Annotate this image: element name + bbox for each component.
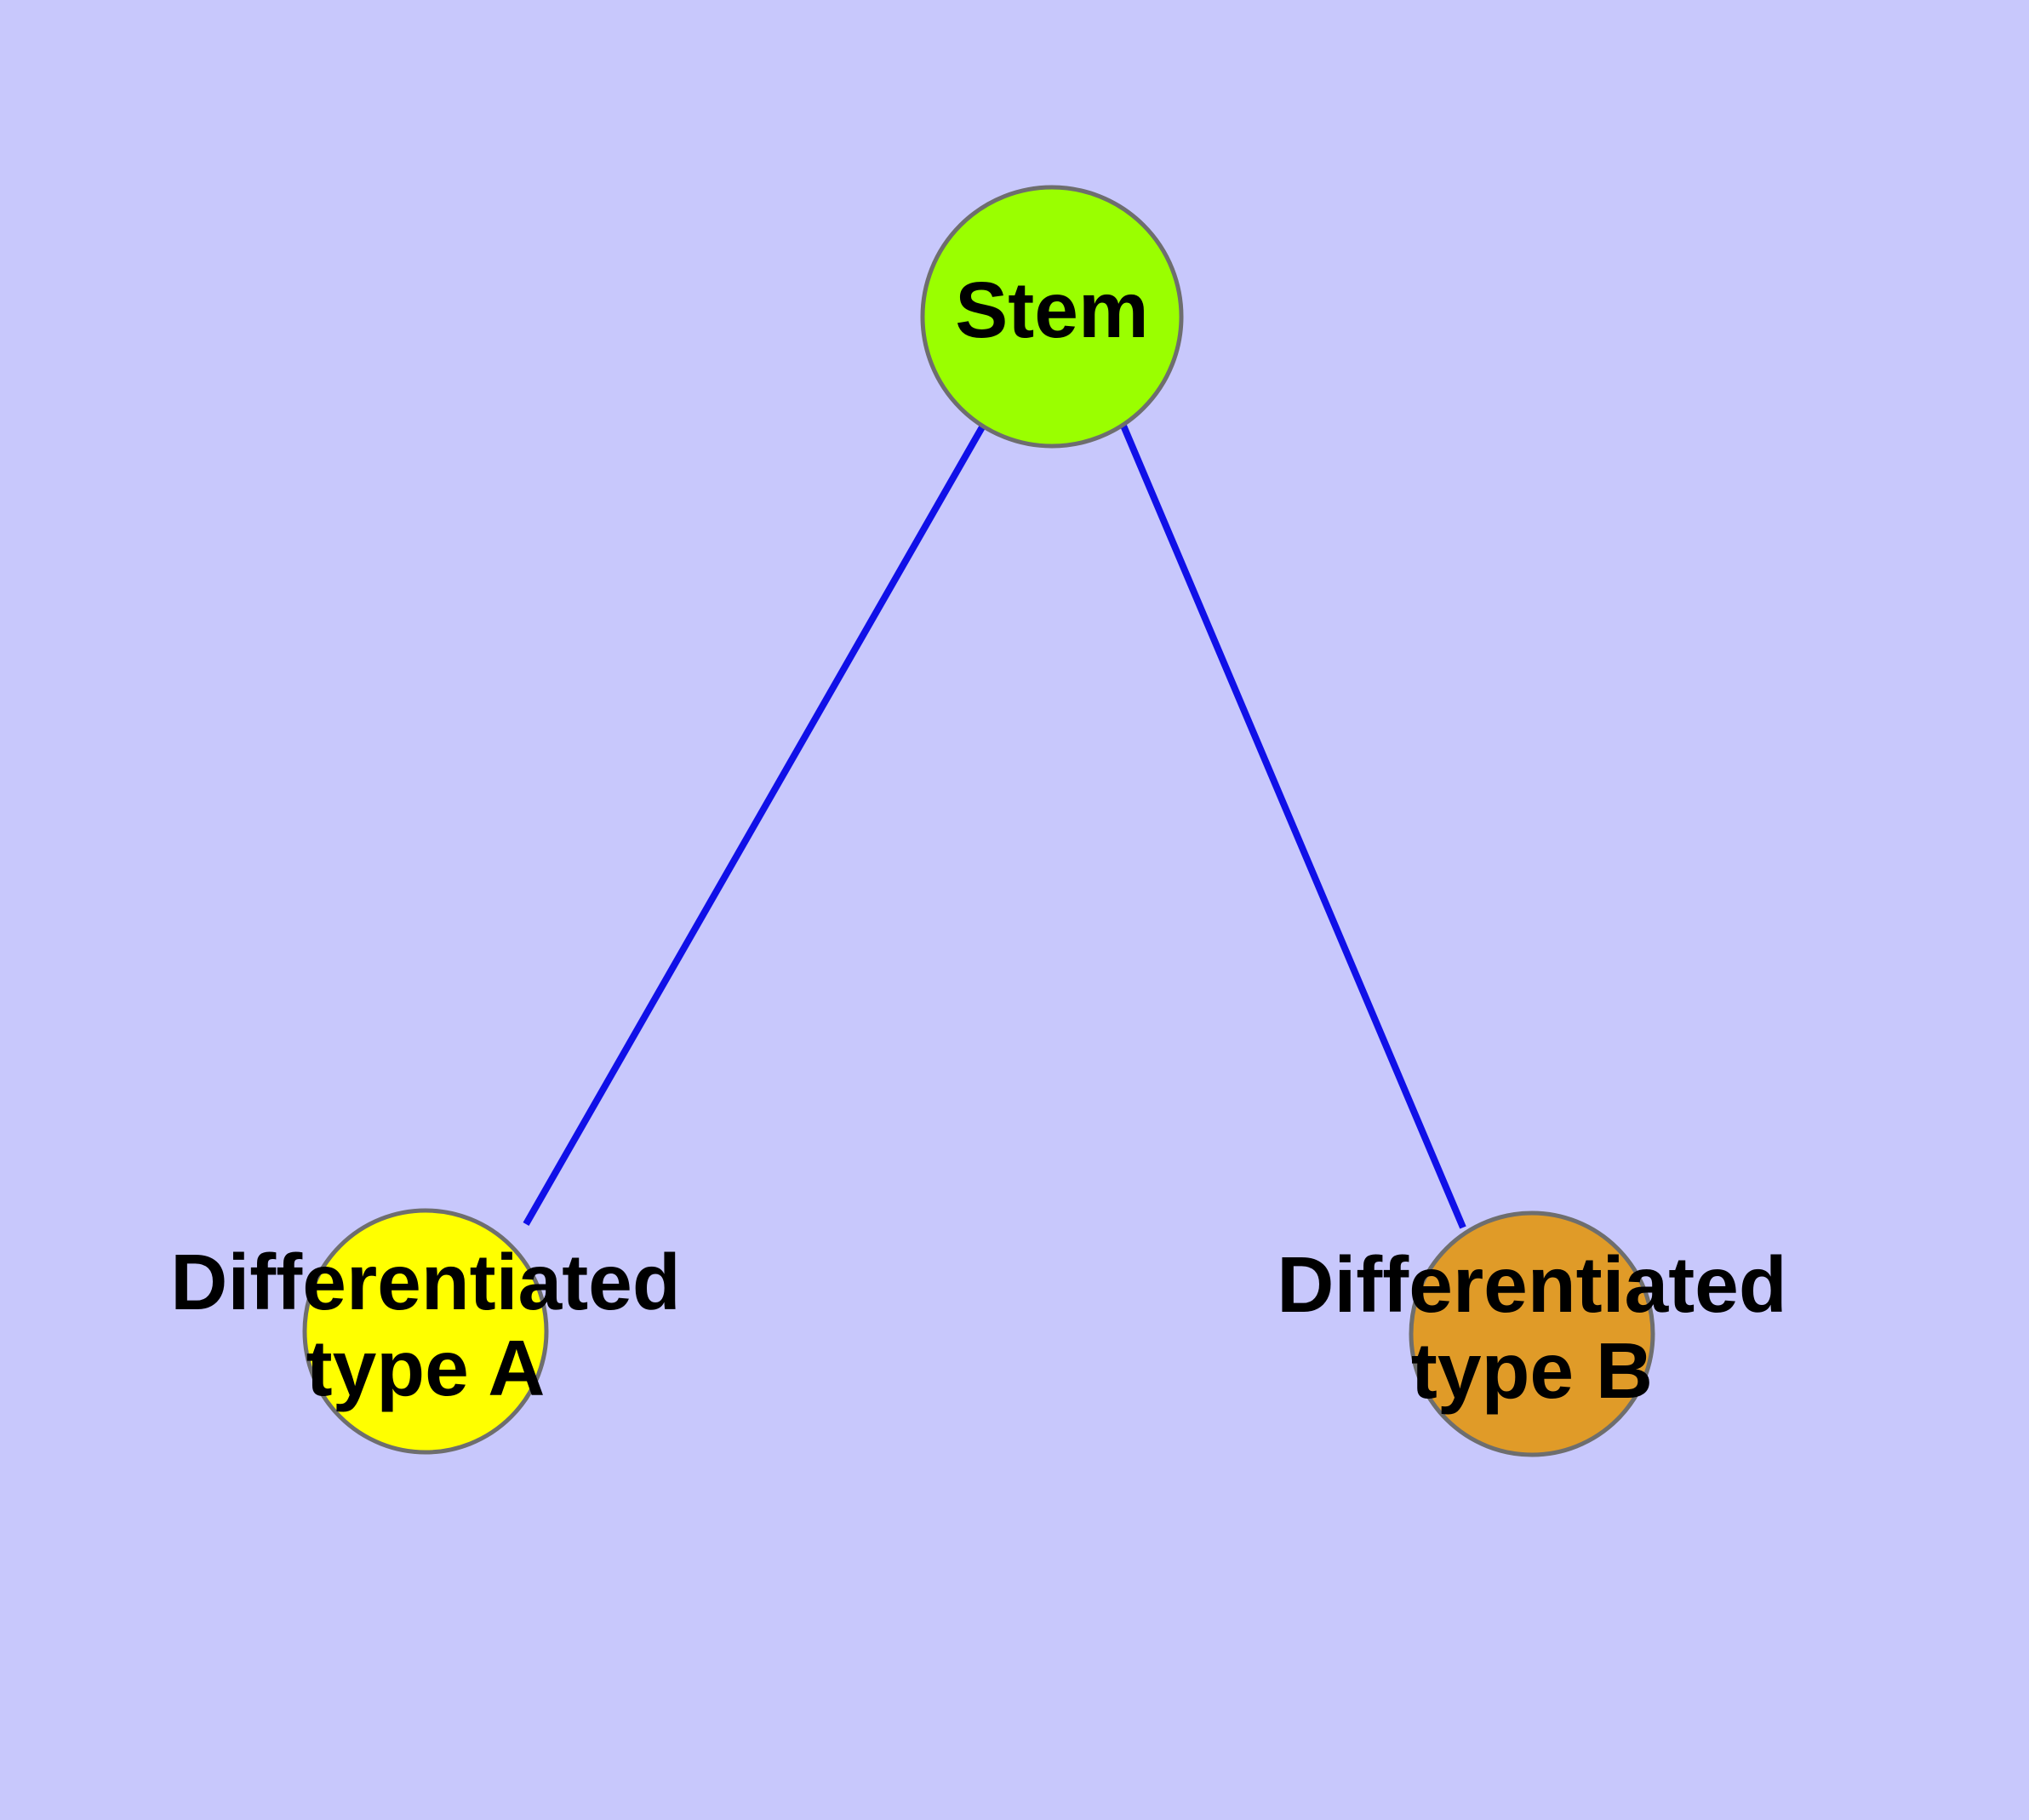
edge-stem-to-differentiated-type-a[interactable]	[523, 424, 986, 1226]
node-stem[interactable]	[920, 185, 1184, 449]
edge-stem-to-differentiated-type-b[interactable]	[1120, 424, 1466, 1229]
node-differentiated-type-b[interactable]	[1409, 1210, 1655, 1457]
edges-group	[523, 424, 1466, 1229]
node-differentiated-type-a[interactable]	[302, 1208, 549, 1455]
nodes-group	[302, 185, 1655, 1457]
